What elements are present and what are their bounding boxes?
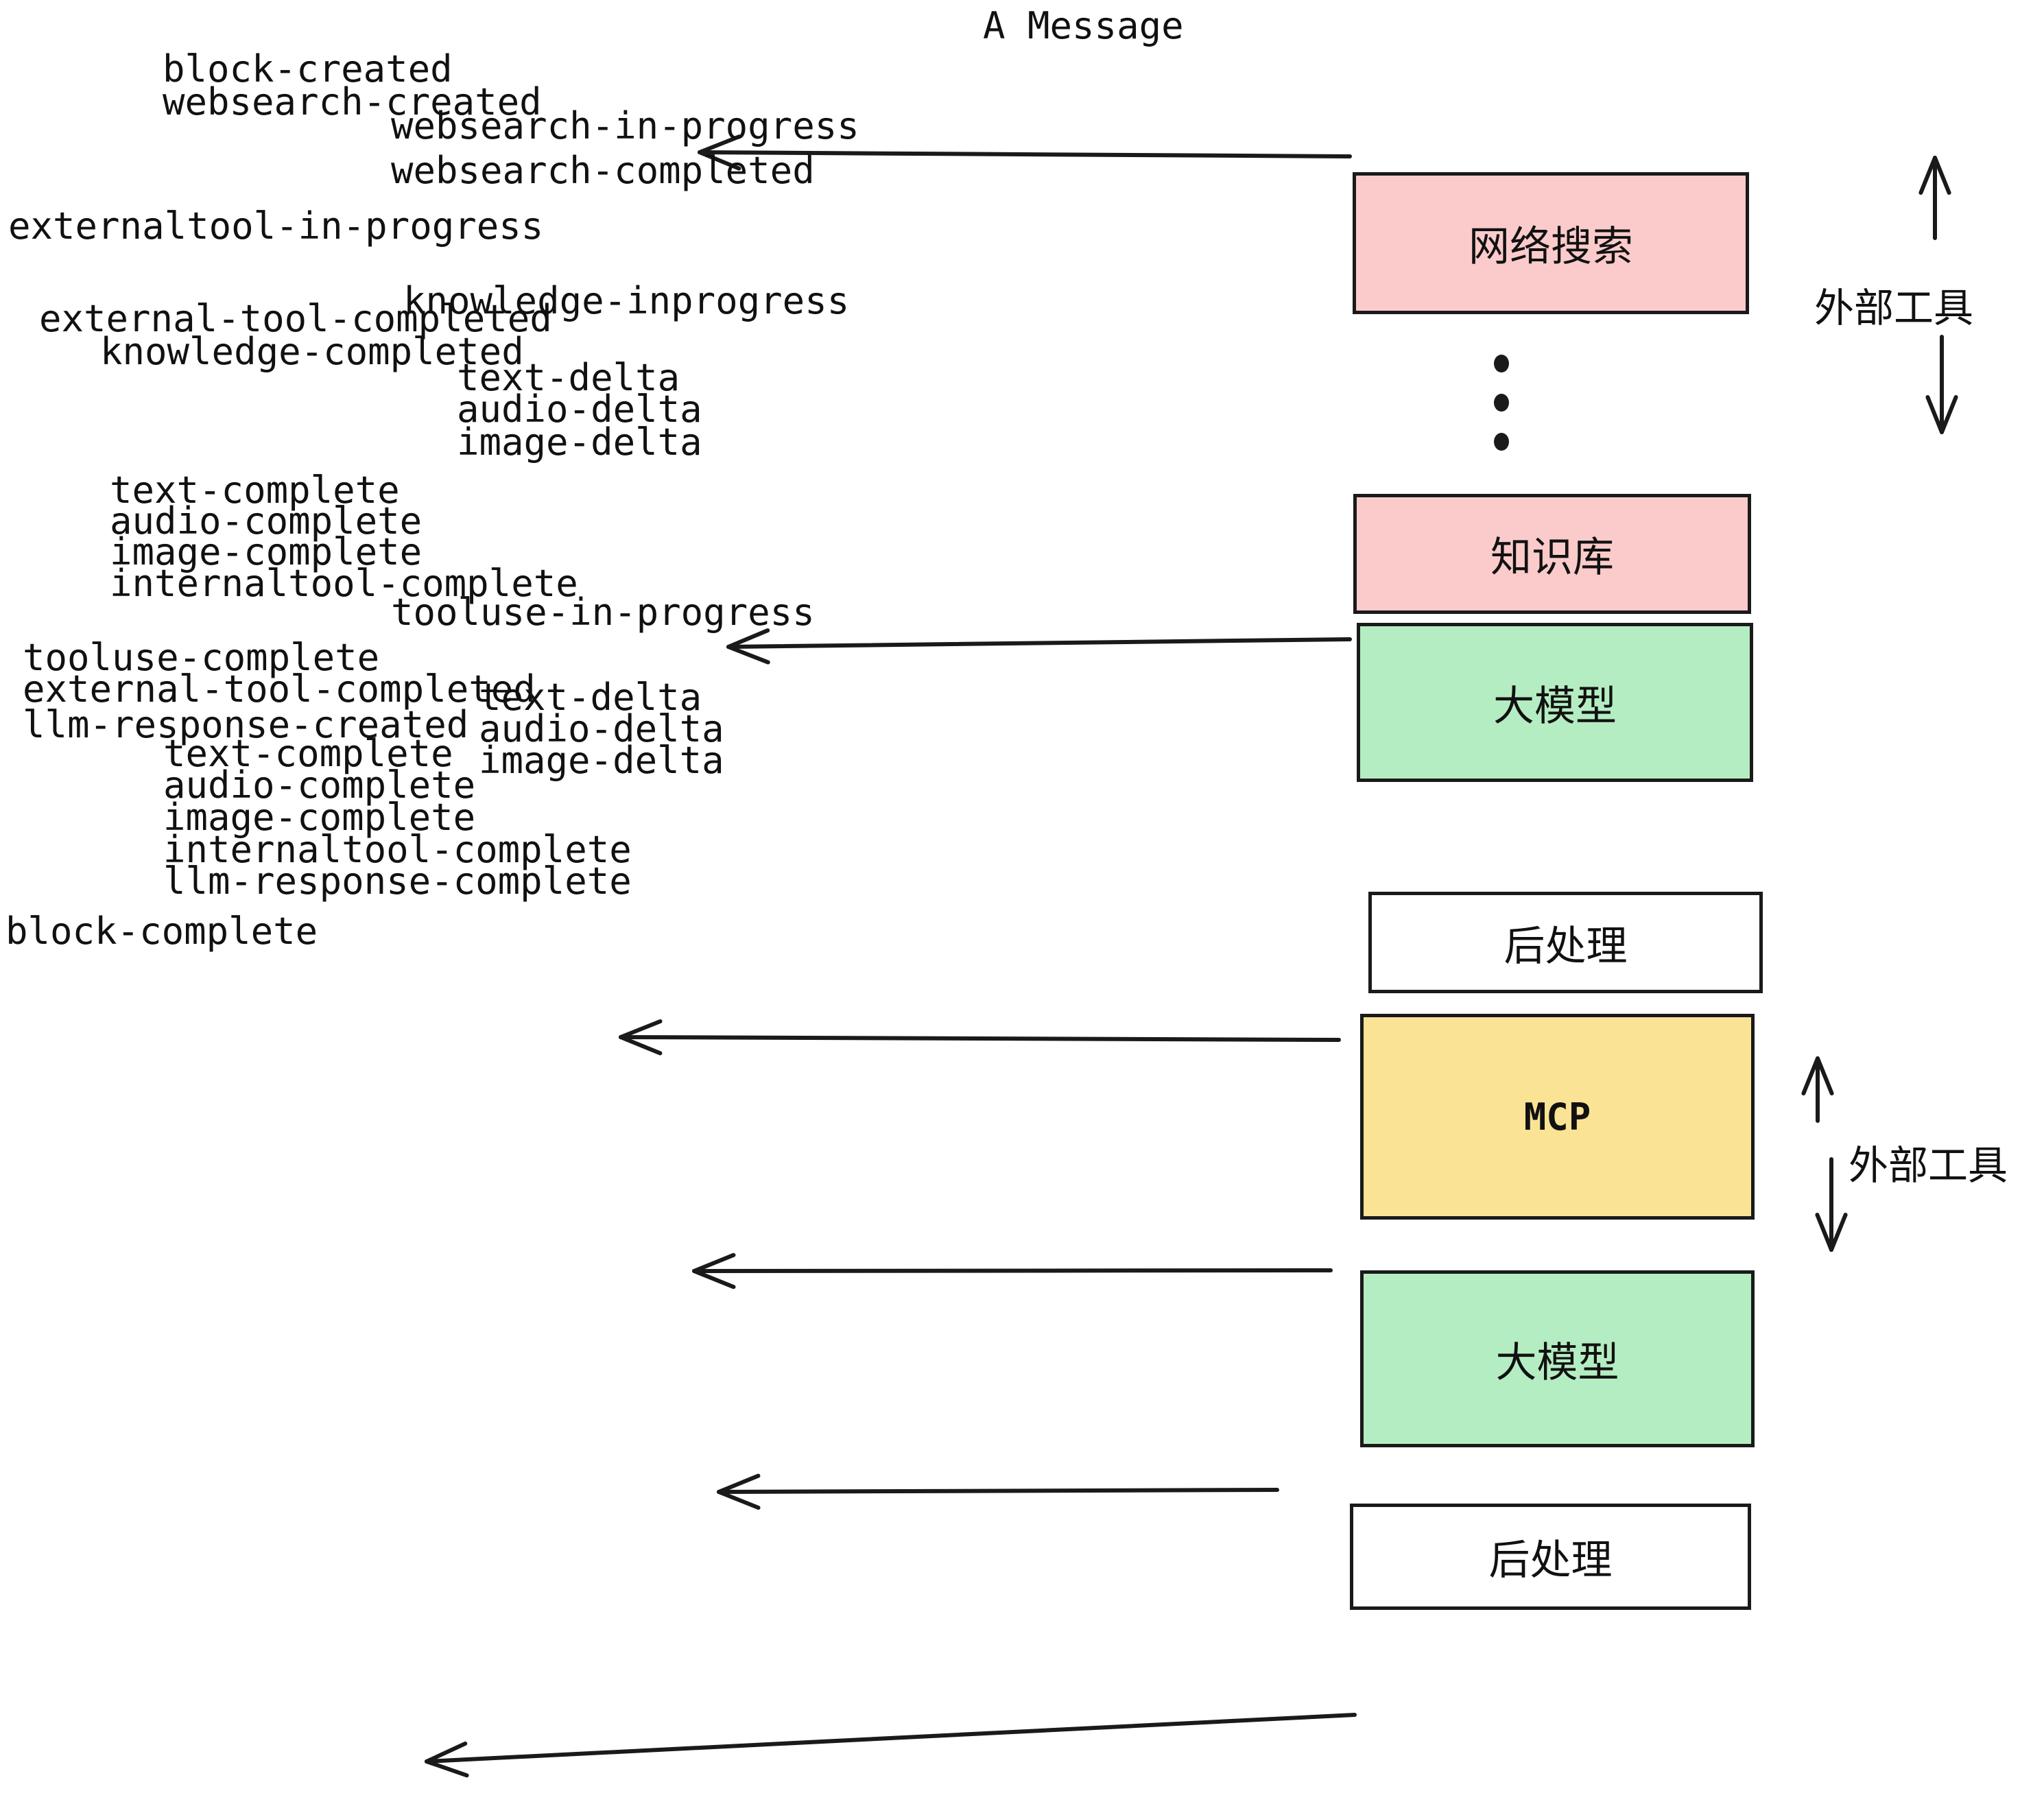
node-label: 后处理: [1488, 1536, 1613, 1585]
node-llm-1: 大模型: [1357, 623, 1753, 782]
event-label-websearch-created: websearch-created: [163, 80, 542, 123]
event-label-knowledge-completed: knowledge-completed: [100, 330, 524, 373]
node-label: 大模型: [1493, 682, 1617, 731]
node-llm-2: 大模型: [1360, 1270, 1755, 1447]
arrow-knowledge-completed: [726, 628, 1352, 665]
event-label-image-complete-2: image-complete: [163, 796, 476, 839]
event-label-tooluse-complete: tooluse-complete: [23, 636, 380, 679]
diagram-title: A Message: [983, 4, 1184, 47]
event-label-internaltool-complete-2: internaltool-complete: [163, 828, 632, 871]
node-label: 后处理: [1504, 922, 1628, 971]
external-tools-down-bottom: [1815, 1157, 1848, 1252]
node-label: 知识库: [1490, 534, 1614, 582]
external-tools-up-bottom: [1801, 1056, 1834, 1123]
event-label-tooluse-in-progress: tooluse-in-progress: [391, 591, 815, 634]
node-postproc-2: 后处理: [1350, 1504, 1751, 1610]
ellipsis-dot-3: [1494, 433, 1509, 451]
event-label-knowledge-inprogress: knowledge-inprogress: [403, 279, 850, 322]
event-label-text-complete-1: text-complete: [110, 468, 400, 512]
event-label-image-delta-1: image-delta: [457, 420, 702, 464]
node-knowledge: 知识库: [1353, 494, 1751, 614]
event-label-external-tool-completed-1: external-tool-completed: [39, 297, 552, 340]
event-label-block-complete: block-complete: [5, 910, 318, 953]
event-label-external-tool-completed-2: external-tool-completed: [23, 667, 536, 711]
external-tools-up-top: [1918, 156, 1951, 240]
node-mcp: MCP: [1360, 1014, 1755, 1220]
event-label-websearch-in-progress: websearch-in-progress: [391, 104, 859, 147]
side-label-external-tools-bottom: 外部工具: [1849, 1142, 2008, 1189]
event-label-externaltool-in-progress: externaltool-in-progress: [8, 204, 544, 248]
event-label-llm-response-complete: llm-response-complete: [163, 859, 632, 903]
node-label: 大模型: [1495, 1338, 1619, 1387]
event-label-image-delta-2: image-delta: [479, 739, 724, 782]
node-postproc-1: 后处理: [1368, 892, 1763, 993]
external-tools-down-top: [1925, 335, 1958, 434]
node-label: MCP: [1523, 1095, 1591, 1139]
side-label-external-tools-top: 外部工具: [1814, 285, 1974, 331]
arrow-image-complete: [619, 1019, 1341, 1056]
event-label-llm-response-created: llm-response-created: [23, 703, 469, 746]
event-label-text-complete-2: text-complete: [163, 732, 453, 775]
arrow-audio-complete: [717, 1473, 1279, 1510]
arrow-tooluse-complete: [692, 1253, 1333, 1290]
event-label-internaltool-complete-1: internaltool-complete: [110, 562, 578, 605]
event-label-websearch-completed: websearch-completed: [391, 149, 815, 192]
event-label-audio-delta-1: audio-delta: [457, 388, 702, 431]
ellipsis-dot-2: [1494, 394, 1509, 412]
event-label-block-created: block-created: [163, 47, 453, 91]
node-label: 网络搜索: [1469, 223, 1633, 271]
arrow-block-complete: [425, 1713, 1357, 1778]
event-label-audio-delta-2: audio-delta: [479, 707, 724, 750]
ellipsis-dot-1: [1494, 355, 1509, 372]
event-label-audio-complete-2: audio-complete: [163, 763, 476, 807]
event-label-text-delta-1: text-delta: [457, 356, 680, 399]
event-label-image-complete-1: image-complete: [110, 530, 423, 573]
event-label-audio-complete-1: audio-complete: [110, 499, 423, 543]
node-websearch: 网络搜索: [1353, 172, 1749, 314]
event-label-text-delta-2: text-delta: [479, 676, 702, 719]
